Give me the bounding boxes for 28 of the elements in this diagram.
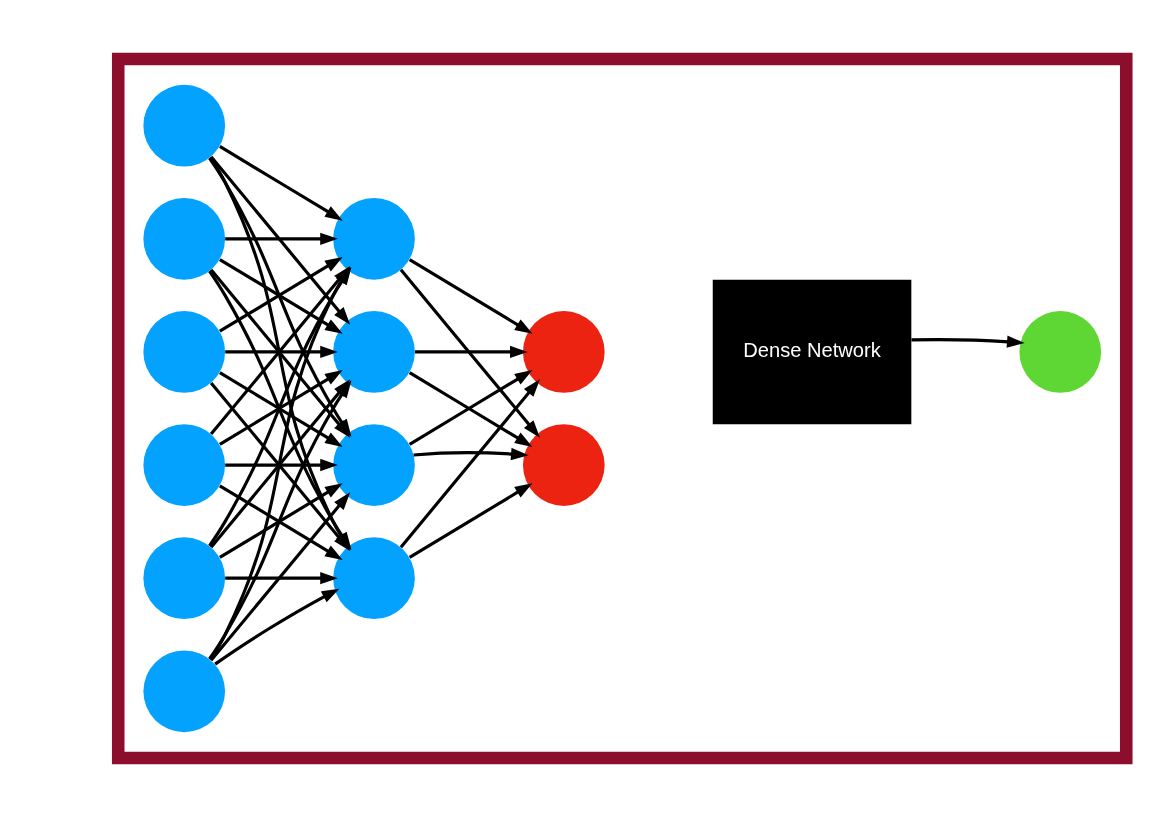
arrow: [399, 378, 540, 548]
arrow: [225, 345, 338, 358]
arrow: [219, 144, 343, 221]
arrow: [225, 571, 338, 584]
node-circle: [143, 197, 226, 280]
arrow: [225, 232, 338, 245]
node-circle: [143, 310, 226, 393]
node-circle: [333, 536, 415, 619]
node-circle: [333, 310, 415, 393]
arrow: [214, 588, 340, 665]
arrow: [415, 345, 528, 358]
arrow: [911, 335, 1025, 348]
arrow: [408, 482, 533, 559]
node-box: Dense Network: [712, 279, 912, 424]
node-circle: [143, 84, 226, 167]
node-circle: [143, 536, 226, 619]
arrow: [225, 458, 338, 471]
node-circle: [143, 649, 226, 732]
node-circle: [522, 310, 605, 393]
node-circle: [1019, 310, 1102, 393]
cluster: [111, 52, 1133, 764]
node-circle: [333, 423, 415, 506]
node-circle: [143, 423, 226, 506]
arrow: [408, 257, 533, 334]
arrow: [413, 447, 529, 460]
arrow: [399, 268, 540, 438]
node-circle: [522, 423, 605, 506]
node-circle: [333, 197, 415, 280]
